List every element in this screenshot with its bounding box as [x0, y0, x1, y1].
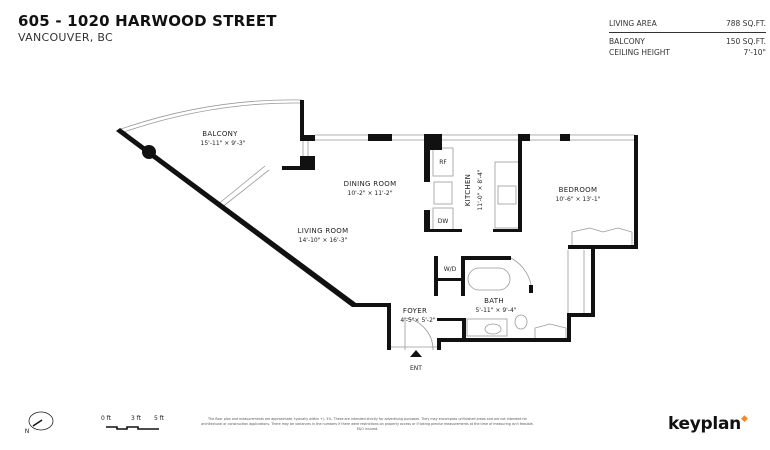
bedroom-bottom-wall	[568, 245, 638, 249]
stat-value: 150 SQ.FT.	[725, 37, 766, 46]
bedroom-right-wall	[634, 135, 638, 249]
wd-closet-wall	[434, 278, 465, 281]
vanity	[466, 318, 508, 337]
column	[142, 145, 156, 159]
kitchen-counter	[494, 161, 520, 229]
stat-ceiling-height: CEILING HEIGHT 7'-10"	[609, 47, 766, 58]
scale-bar: 0 ft 3 ft 5 ft	[101, 415, 165, 430]
closet-door-bifold	[534, 323, 567, 338]
dining-label: DINING ROOM	[344, 180, 397, 188]
entry-door-swing	[404, 317, 434, 351]
wd-closet-wall	[461, 256, 465, 296]
stat-label: LIVING AREA	[609, 19, 657, 28]
wall	[493, 229, 522, 232]
wall	[282, 166, 315, 170]
keyplan-logo: keyplan◆	[668, 414, 748, 434]
scale-label: 3 ft	[131, 415, 142, 422]
kitchen-wall	[424, 229, 462, 232]
bath-dims: 5'-11" × 9'-4"	[475, 307, 516, 314]
kitchen-wall	[424, 134, 430, 182]
north-compass: N	[25, 411, 54, 435]
entrance-arrow-icon	[410, 350, 422, 357]
toilet	[514, 314, 528, 330]
logo-text: keyplan	[668, 414, 741, 434]
balcony-label: BALCONY	[202, 130, 238, 138]
wall	[591, 246, 595, 317]
wall-block	[300, 135, 315, 141]
wd-closet-wall	[434, 256, 438, 296]
bath-sink	[484, 323, 502, 335]
dishwasher-label: DW	[438, 218, 449, 225]
closet-wall	[567, 313, 571, 342]
kitchen-bedroom-wall	[518, 134, 522, 232]
living-dims: 14'-10" × 16'-3"	[299, 237, 348, 244]
foyer-wall	[437, 318, 465, 321]
fridge	[432, 147, 454, 177]
dining-dims: 10'-2" × 11'-2"	[348, 190, 393, 197]
wall-segment	[368, 134, 392, 141]
compass-icon	[28, 411, 54, 431]
cooktop	[497, 185, 517, 205]
wall	[462, 318, 466, 340]
kitchen-sink	[433, 181, 453, 205]
wall	[352, 303, 391, 307]
kitchen-label: KITCHEN	[464, 174, 472, 206]
bath-bottom-wall	[437, 338, 533, 342]
bedroom-dims: 10'-6" × 13'-1"	[556, 196, 601, 203]
walls	[116, 100, 638, 357]
balcony-wall	[300, 100, 304, 137]
kitchen-wall	[424, 210, 430, 232]
property-address: 605 - 1020 HARWOOD STREET	[18, 12, 277, 30]
bathtub	[467, 267, 511, 291]
bath-wall	[529, 285, 533, 293]
stat-living-area: LIVING AREA 788 SQ.FT.	[609, 18, 766, 33]
foyer-label: FOYER	[403, 307, 427, 315]
scale-label: 5 ft	[154, 415, 165, 422]
bath-door-swing	[510, 257, 533, 293]
foyer-wall	[387, 303, 391, 350]
foyer-dims: 4'-5"× 5'-2"	[400, 317, 436, 324]
bath-top-wall	[461, 256, 511, 260]
closet-wall	[530, 338, 570, 342]
entrance-label: ENT	[410, 365, 422, 372]
stat-label: CEILING HEIGHT	[609, 48, 671, 57]
bedroom-label: BEDROOM	[559, 186, 598, 194]
balcony-railing-arc-inner	[120, 102, 301, 134]
sliding-door	[216, 165, 266, 206]
stat-value: 7'-10"	[743, 48, 766, 57]
balcony-dims: 15'-11" × 9'-3"	[201, 140, 246, 147]
compass-north-label: N	[25, 428, 30, 435]
sliding-door	[220, 169, 270, 209]
stat-balcony: BALCONY 150 SQ.FT.	[609, 36, 766, 47]
wall-segment	[518, 134, 530, 141]
compass-needle	[32, 419, 43, 427]
closet-door-bifold	[571, 227, 633, 245]
washer-dryer-label: W/D	[444, 266, 457, 273]
wall	[567, 313, 595, 317]
stat-label: BALCONY	[609, 37, 645, 46]
fridge-label: RF	[439, 159, 447, 166]
kitchen-dims: 11'-0" × 8'-4"	[477, 169, 484, 210]
foyer-wall	[437, 340, 441, 350]
stat-value: 788 SQ.FT.	[725, 19, 766, 28]
logo-accent-icon: ◆	[740, 414, 748, 424]
exterior-diagonal-wall	[116, 128, 356, 307]
disclaimer: The floor plan and measurements are appr…	[201, 417, 534, 431]
living-label: LIVING ROOM	[298, 227, 349, 235]
room-labels: BALCONY 15'-11" × 9'-3" DINING ROOM 10'-…	[201, 130, 601, 372]
wall-segment	[560, 134, 570, 141]
scale-bar-line	[106, 426, 159, 430]
property-city: VANCOUVER, BC	[18, 31, 114, 44]
balcony-railing-arc	[117, 99, 303, 131]
bath-label: BATH	[484, 297, 504, 305]
scale-label: 0 ft	[101, 415, 112, 422]
